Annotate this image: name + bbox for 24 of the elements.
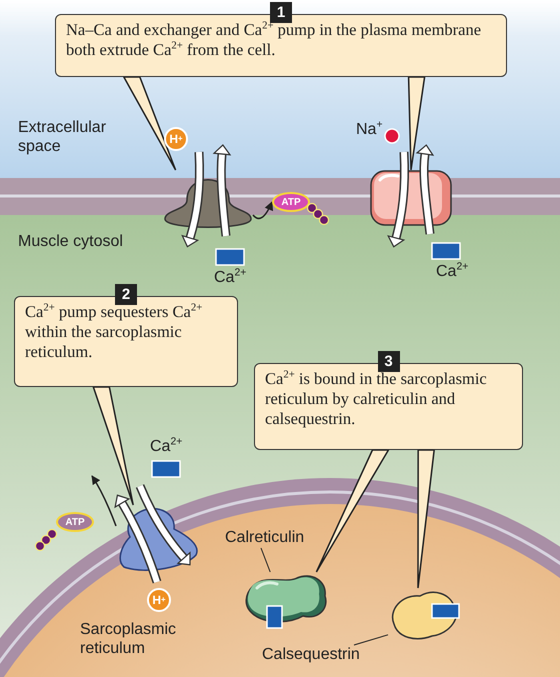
ion-label: Na$^{+}$ [356,120,383,140]
callout-text: Ca$^{2+}$ pump sequesters Ca$^{2+}$ within the sarcoplasmic reticulum. [25,302,204,362]
arrow [252,201,273,220]
ion-label: Ca$^{2+}$ [436,262,468,282]
callout-pointer [122,76,176,171]
step-number: 1 [270,2,292,23]
leader-line [260,548,271,572]
region-label: Sarcoplasmic reticulum [80,620,178,658]
ion-label: Ca$^{2+}$ [214,268,246,288]
callout-pointer [92,386,134,506]
protein-label: Calsequestrin [262,645,360,664]
callout-pointer [408,76,426,171]
region-label: Extracellular space [18,118,108,156]
callout-pointer [316,449,390,573]
region-label: Muscle cytosol [18,232,124,252]
step-number: 3 [378,351,400,372]
callout-text: Ca$^{2+}$ is bound in the sarcoplasmic reticulum by calreticulin and calsequestrin. [265,369,488,428]
step-number: 2 [115,284,137,305]
arrow [91,475,117,526]
callout-pointer [417,449,435,589]
protein-label: Calreticulin [225,528,304,548]
callout-text: Na–Ca and exchanger and Ca$^{2+}$ pump in the plasma membrane both extrude Ca$^{2+}$ from the cell. [66,20,482,60]
ion-label: Ca$^{2+}$ [150,437,182,456]
leader-line [354,634,388,646]
